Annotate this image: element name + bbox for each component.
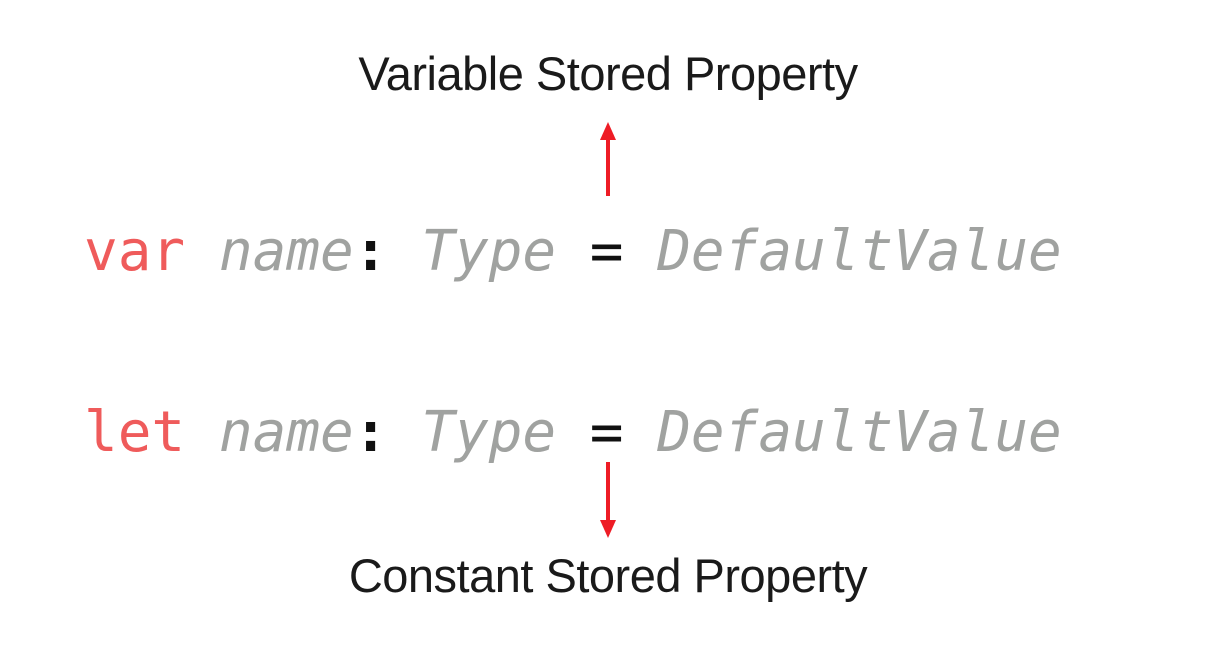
colon: : [353, 219, 388, 284]
var-declaration: var name: Type = DefaultValue [84, 224, 1204, 280]
type-placeholder: Type [421, 219, 557, 284]
colon: : [353, 400, 388, 465]
arrow-up-icon [600, 122, 616, 196]
name-placeholder: name [218, 219, 354, 284]
arrow-down-icon [600, 462, 616, 538]
keyword-var: var [84, 219, 186, 284]
equals-sign: = [589, 400, 624, 465]
constant-caption: Constant Stored Property [348, 549, 868, 602]
equals-sign: = [589, 219, 624, 284]
variable-caption: Variable Stored Property [358, 47, 858, 100]
name-placeholder: name [218, 400, 354, 465]
default-value-placeholder: DefaultValue [657, 219, 1062, 284]
let-declaration: let name: Type = DefaultValue [84, 405, 1204, 461]
default-value-placeholder: DefaultValue [657, 400, 1062, 465]
keyword-let: let [84, 400, 186, 465]
type-placeholder: Type [421, 400, 557, 465]
